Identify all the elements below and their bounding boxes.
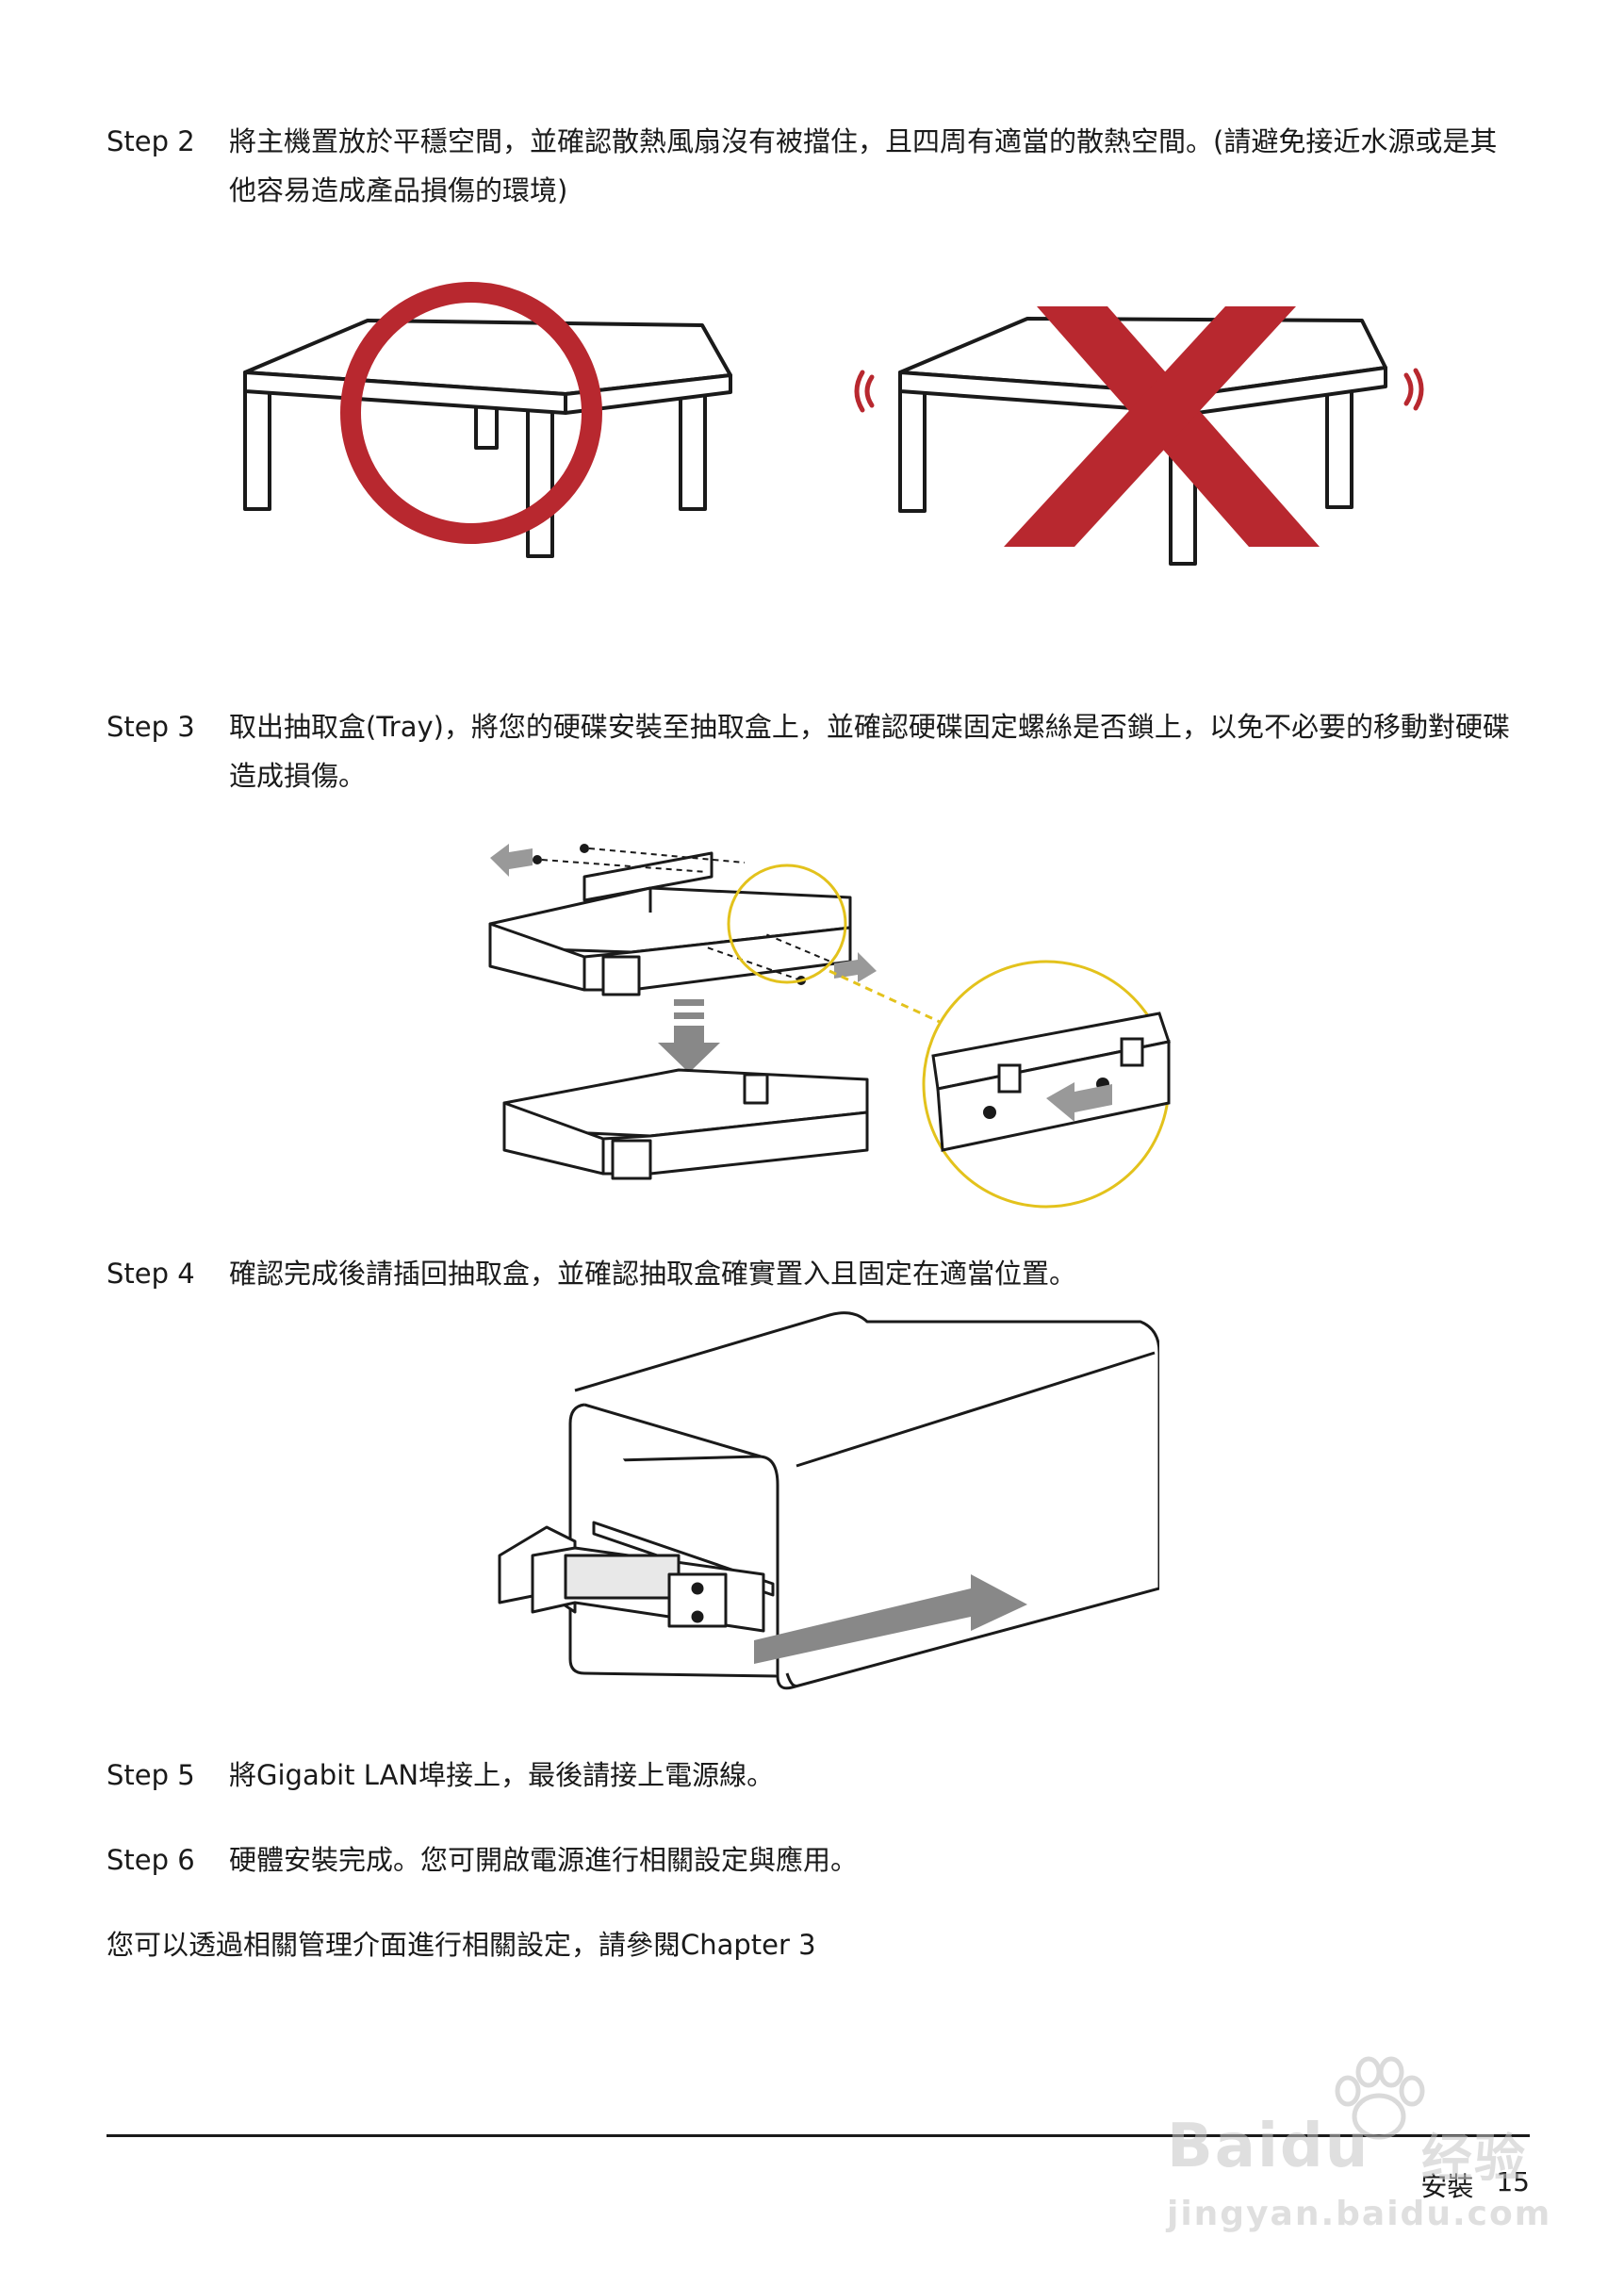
footer: 安裝 15 [1420, 2166, 1530, 2204]
step-5-label: Step 5 [107, 1759, 195, 1791]
step-2-label: Step 2 [107, 125, 195, 157]
remove-arrow-icon [490, 844, 533, 877]
step-6: Step 6 硬體安裝完成。您可開啟電源進行相關設定與應用。 [107, 1835, 1520, 1884]
insert-down-arrow-icon [658, 999, 720, 1073]
watermark-product: 经验 [1421, 2129, 1527, 2188]
placement-illustration [243, 282, 1424, 566]
step-3: Step 3 取出抽取盒(Tray)，將您的硬碟安裝至抽取盒上，並確認硬碟固定螺… [107, 702, 1520, 800]
step-4-label: Step 4 [107, 1258, 195, 1290]
step-5: Step 5 將Gigabit LAN埠接上，最後請接上電源線。 [107, 1751, 1520, 1800]
baidu-watermark: Baidu 经验 jingyan.baidu.com [1148, 2055, 1550, 2244]
push-in-arrow-icon [754, 1574, 1027, 1664]
paw-logo-icon [1335, 2056, 1425, 2140]
drive-tray-icon [498, 1525, 765, 1633]
step-3-label: Step 3 [107, 711, 195, 743]
watermark-url: jingyan.baidu.com [1167, 2195, 1552, 2233]
empty-tray-icon [502, 1068, 869, 1180]
screw-icon [580, 844, 589, 853]
step-6-label: Step 6 [107, 1844, 195, 1876]
incorrect-mark-icon [1004, 306, 1320, 547]
enclosure-insert-illustration [498, 1311, 1159, 1690]
step-6-text: 硬體安裝完成。您可開啟電源進行相關設定與應用。 [229, 1844, 859, 1876]
tray-install-illustration [488, 844, 1171, 1209]
step-4: Step 4 確認完成後請插回抽取盒，並確認抽取盒確實置入且固定在適當位置。 [107, 1249, 1520, 1298]
screw-icon [983, 1106, 996, 1119]
footer-rule [107, 2134, 1530, 2137]
tray-with-drive-icon [488, 851, 852, 996]
detail-highlight-icon [727, 864, 847, 984]
tighten-arrow-icon [1046, 1082, 1112, 1122]
step-4-text: 確認完成後請插回抽取盒，並確認抽取盒確實置入且固定在適當位置。 [229, 1258, 1077, 1290]
vibration-left-icon [854, 370, 875, 413]
footer-section: 安裝 [1420, 2171, 1474, 2202]
correct-mark-icon [340, 282, 602, 544]
watermark-brand: Baidu [1167, 2112, 1370, 2181]
step-2: Step 2 將主機置放於平穩空間，並確認散熱風扇沒有被擋住，且四周有適當的散熱… [107, 117, 1520, 215]
page-number: 15 [1496, 2166, 1530, 2197]
step-3-text: 取出抽取盒(Tray)，將您的硬碟安裝至抽取盒上，並確認硬碟固定螺絲是否鎖上，以… [229, 711, 1510, 792]
stable-table-icon [243, 319, 732, 558]
remove-arrow-icon [834, 952, 877, 982]
screw-detail-zoom [922, 960, 1171, 1209]
chapter-note: 您可以透過相關管理介面進行相關設定，請參閱Chapter 3 [107, 1929, 816, 1961]
step-5-text: 將Gigabit LAN埠接上，最後請接上電源線。 [229, 1759, 775, 1791]
step-2-text: 將主機置放於平穩空間，並確認散熱風扇沒有被擋住，且四周有適當的散熱空間。(請避免… [229, 125, 1498, 206]
vibration-right-icon [1403, 368, 1424, 411]
screw-icon [533, 855, 542, 864]
